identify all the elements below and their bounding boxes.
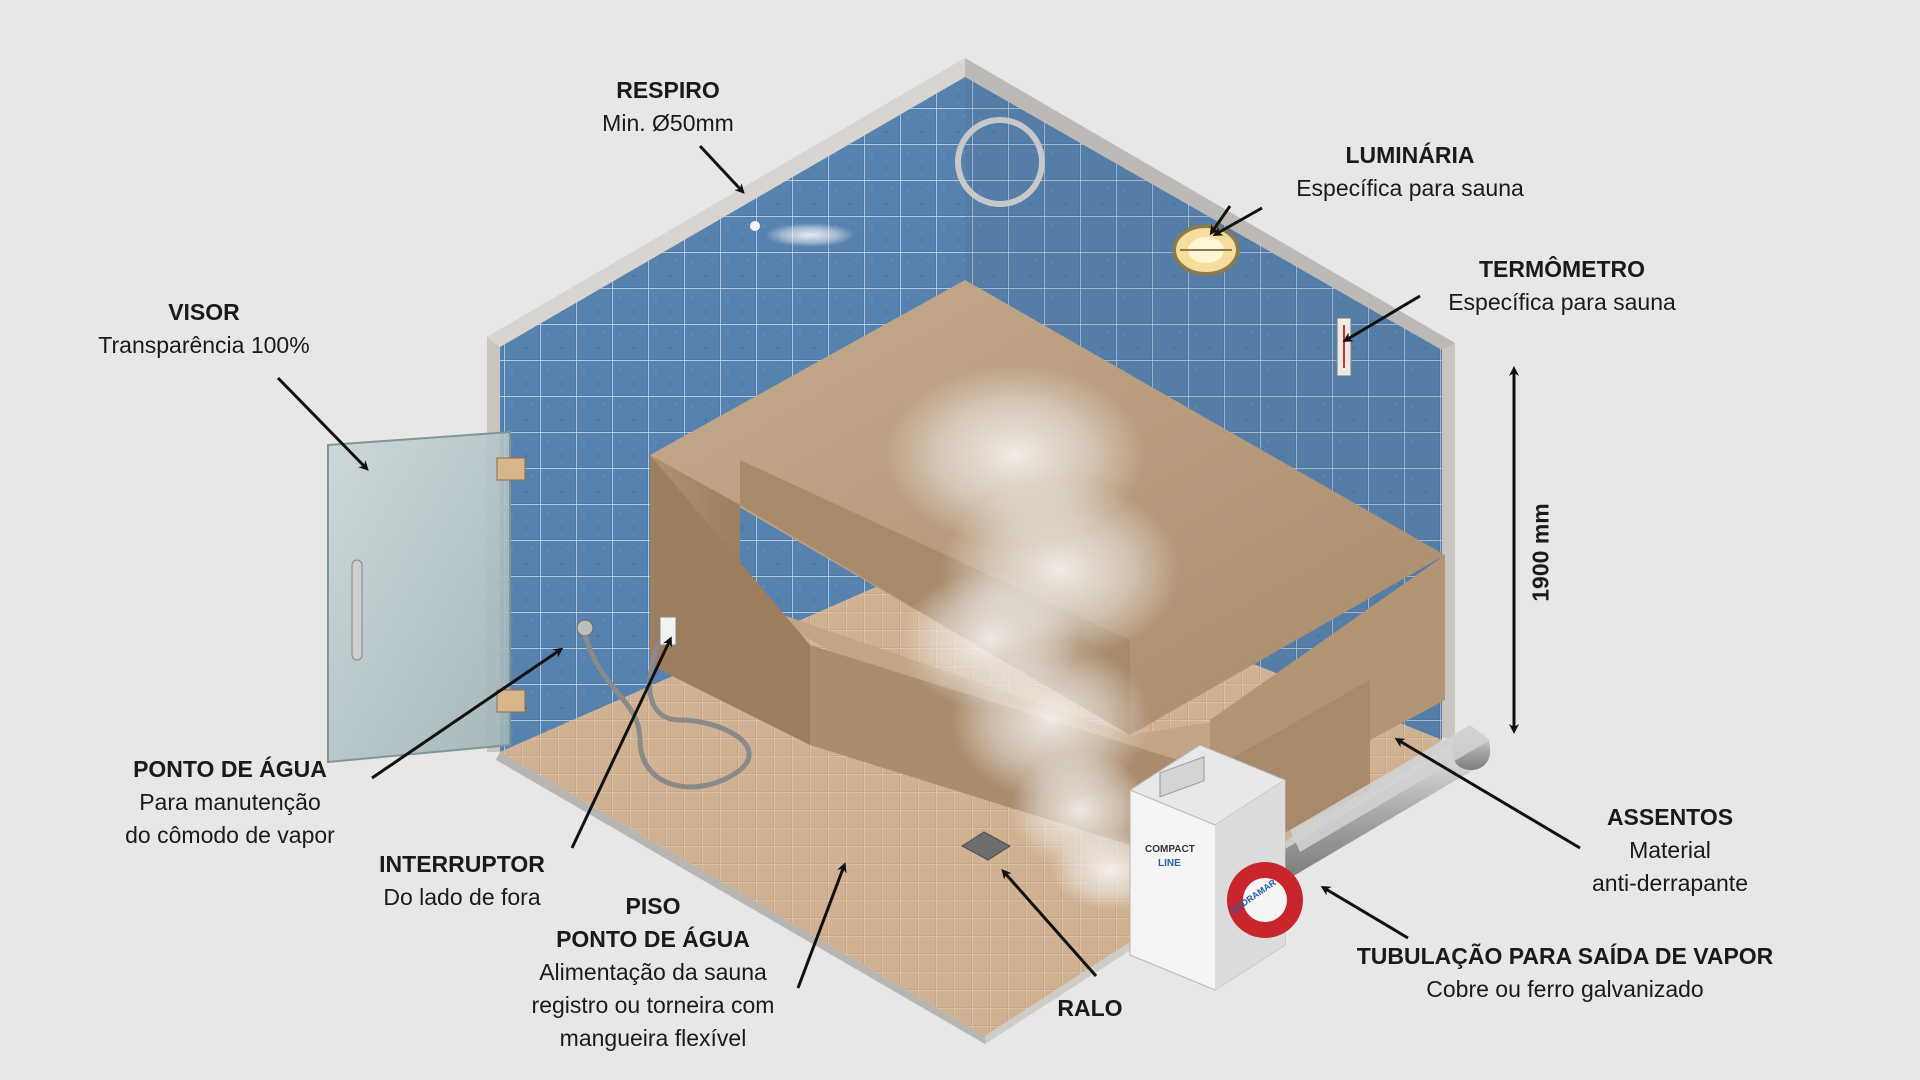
arrow-tubulacao <box>1320 885 1409 940</box>
label-ralo: RALO <box>1040 992 1140 1025</box>
label-respiro: RESPIRO Min. Ø50mm <box>568 74 768 140</box>
assentos-title: ASSENTOS <box>1606 804 1734 830</box>
label-ponto-agua: PONTO DE ÁGUA Para manutenção do cômodo … <box>90 753 370 852</box>
vent-ring <box>955 117 1045 207</box>
glass-door <box>327 430 526 764</box>
leader-arrows <box>276 144 1581 989</box>
arrow-termometro <box>1342 294 1421 343</box>
visor-title: VISOR <box>168 299 240 325</box>
visor-sub: Transparência 100% <box>98 332 310 358</box>
termometro-title: TERMÔMETRO <box>1478 256 1646 282</box>
piso-title1: PISO <box>625 893 681 919</box>
arrow-visor <box>276 376 369 471</box>
label-piso: PISO PONTO DE ÁGUA Alimentação da sauna … <box>503 890 803 1055</box>
assentos-sub1: Material <box>1629 837 1711 863</box>
label-tubulacao: TUBULAÇÃO PARA SAÍDA DE VAPOR Cobre ou f… <box>1340 940 1790 1006</box>
luminaria-sub: Específica para sauna <box>1296 175 1524 201</box>
generator-brand-line1: COMPACT <box>1145 844 1195 855</box>
piso-sub1: Alimentação da sauna <box>539 959 767 985</box>
ponto-agua-title: PONTO DE ÁGUA <box>133 756 327 782</box>
interruptor-title: INTERRUPTOR <box>379 851 545 877</box>
tubulacao-title: TUBULAÇÃO PARA SAÍDA DE VAPOR <box>1356 943 1774 969</box>
arrow-piso <box>796 862 847 989</box>
label-visor: VISOR Transparência 100% <box>64 296 344 362</box>
label-interruptor: INTERRUPTOR Do lado de fora <box>342 848 582 914</box>
interruptor-sub: Do lado de fora <box>383 884 541 910</box>
respiro-title: RESPIRO <box>616 77 720 103</box>
generator-brand-line2: LINE <box>1158 858 1181 869</box>
arrow-luminaria-alt <box>1212 206 1263 236</box>
steam-pipe <box>1280 725 1490 878</box>
label-assentos: ASSENTOS Material anti-derrapante <box>1555 801 1785 900</box>
wall-structure <box>487 58 1455 752</box>
sauna-lamp <box>1172 224 1240 276</box>
assentos-sub2: anti-derrapante <box>1592 870 1748 896</box>
label-termometro: TERMÔMETRO Específica para sauna <box>1412 253 1712 319</box>
ponto-agua-sub2: do cômodo de vapor <box>125 822 335 848</box>
tubulacao-sub: Cobre ou ferro galvanizado <box>1426 976 1704 1002</box>
drain <box>961 831 1011 861</box>
arrow-ralo <box>1001 869 1098 977</box>
height-dimension-label: 1900 mm <box>1527 503 1554 602</box>
arrow-assentos <box>1394 737 1581 850</box>
ponto-agua-sub1: Para manutenção <box>139 789 321 815</box>
piso-sub2: registro ou torneira com <box>531 992 775 1018</box>
luminaria-title: LUMINÁRIA <box>1345 142 1475 168</box>
piso-sub3: mangueira flexível <box>559 1025 747 1051</box>
label-luminaria: LUMINÁRIA Específica para sauna <box>1260 139 1560 205</box>
ralo-title: RALO <box>1057 995 1123 1021</box>
termometro-sub: Específica para sauna <box>1448 289 1676 315</box>
arrow-ponto-agua <box>371 647 564 780</box>
respiro-sub: Min. Ø50mm <box>602 110 734 136</box>
steam-cloud <box>885 365 1180 910</box>
arrow-interruptor <box>570 636 672 849</box>
arrow-respiro <box>698 144 745 194</box>
piso-title2: PONTO DE ÁGUA <box>556 926 750 952</box>
water-point <box>576 619 752 790</box>
steam-generator: COMPACT LINE SODRAMAR <box>1128 744 1303 991</box>
